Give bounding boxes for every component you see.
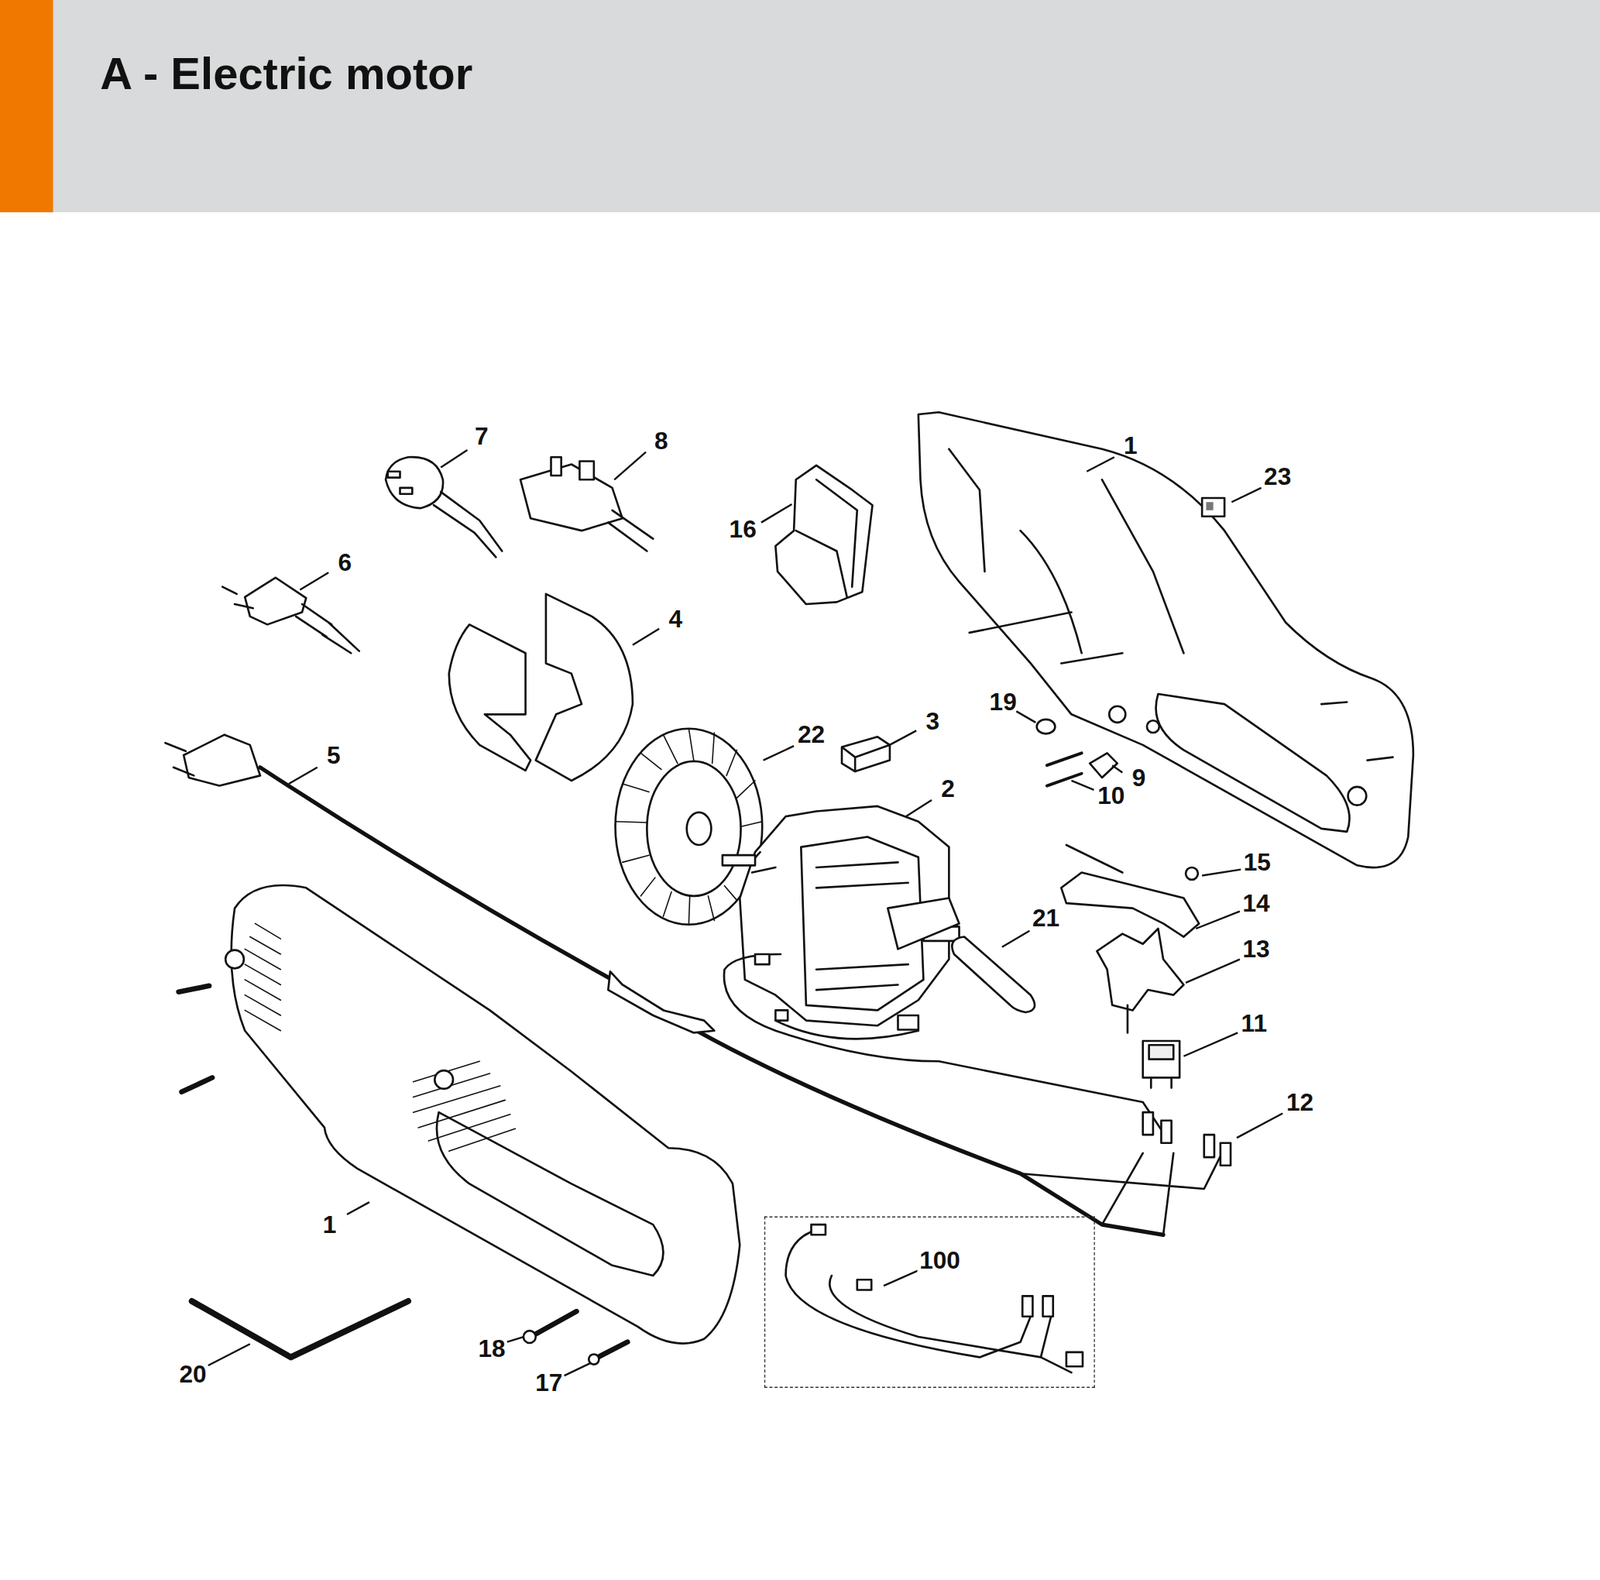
terminal	[1022, 1295, 1033, 1316]
callout-number: 3	[925, 709, 940, 735]
trigger-pin	[1126, 1005, 1130, 1034]
screw-boss	[1348, 786, 1367, 806]
plug-pin	[551, 456, 562, 476]
callout-number: 13	[1242, 937, 1270, 962]
switch-rocker	[1149, 1044, 1175, 1059]
connector	[1066, 1352, 1083, 1367]
plug-pin	[222, 587, 254, 609]
trigger	[1096, 928, 1184, 1010]
screw-boss	[1146, 720, 1160, 733]
callout-number: 23	[1263, 464, 1291, 490]
callout-number: 20	[178, 1362, 207, 1388]
housing-half	[231, 885, 741, 1344]
lock-lever	[1060, 872, 1199, 938]
sleeve	[951, 937, 1035, 1013]
terminal	[1204, 1134, 1215, 1158]
callout-number: 7	[474, 424, 489, 450]
hex-key	[192, 1301, 409, 1357]
callout-number: 22	[797, 722, 825, 748]
screw	[1047, 752, 1082, 786]
terminal	[1043, 1295, 1054, 1316]
callout-number: 17	[535, 1370, 563, 1396]
fan-bore	[686, 812, 712, 845]
housing-half	[918, 412, 1414, 868]
cable	[607, 510, 653, 552]
wire-harness	[786, 1229, 1072, 1373]
connector	[755, 954, 770, 965]
leader-lines	[208, 449, 1283, 1376]
label-icon	[1205, 501, 1213, 511]
wire	[1020, 1147, 1226, 1235]
callout-number: 21	[1032, 906, 1060, 931]
switch	[1143, 1040, 1180, 1078]
connector	[810, 1224, 825, 1235]
callout-number: 11	[1241, 1011, 1267, 1037]
label-icon	[1201, 497, 1225, 517]
callout-number: 19	[989, 690, 1017, 715]
carbon-brush	[841, 736, 890, 772]
end-bearing	[887, 897, 959, 949]
screw-boss	[225, 950, 244, 969]
page-title: A - Electric motor	[99, 48, 473, 99]
cover	[775, 465, 873, 605]
callout-number: 2	[940, 776, 955, 802]
screw	[178, 985, 213, 1092]
terminal	[1160, 1120, 1171, 1144]
housing-grip	[436, 1112, 664, 1276]
pin	[1321, 702, 1393, 761]
switch-pin	[1150, 1077, 1171, 1088]
screw-head	[588, 1353, 599, 1364]
kit-bracket: 100	[764, 1216, 1096, 1388]
callout-number: 6	[338, 549, 353, 575]
screw-head	[523, 1330, 536, 1343]
spring	[1185, 867, 1199, 880]
connector	[897, 1015, 918, 1030]
washer	[1036, 719, 1056, 734]
plug-pin	[400, 487, 413, 495]
callout-number: 9	[1132, 765, 1147, 790]
callout-number: 14	[1242, 890, 1270, 916]
callout-number: 18	[477, 1336, 505, 1362]
housing-rib	[948, 449, 1184, 664]
screw-boss	[434, 1070, 454, 1089]
plug-pin	[579, 461, 594, 481]
motor-cover	[535, 593, 633, 781]
cover-edge	[796, 479, 858, 598]
terminal	[1143, 1112, 1154, 1135]
plug-pin	[387, 471, 401, 478]
cable	[433, 491, 502, 557]
cord-sleeve	[607, 971, 715, 1033]
terminal	[1220, 1143, 1231, 1166]
plug	[183, 734, 261, 787]
callout-number: 4	[668, 607, 683, 632]
callout-number: 8	[654, 428, 669, 454]
callout-number: 1	[1123, 433, 1138, 459]
motor-cover	[449, 624, 531, 770]
fan-hub	[646, 761, 741, 897]
plug	[385, 456, 443, 509]
wire	[724, 954, 1164, 1134]
header-band	[0, 0, 1600, 213]
callout-number: 100	[916, 1246, 962, 1274]
callout-number: 12	[1286, 1089, 1314, 1115]
header-accent	[0, 0, 54, 213]
callout-number: 15	[1243, 850, 1271, 876]
shaft	[722, 854, 756, 866]
screw	[530, 1311, 577, 1337]
callout-number: 1	[322, 1212, 337, 1237]
plug	[520, 464, 623, 532]
plug-pin	[164, 742, 194, 776]
callout-number: 16	[729, 517, 757, 543]
callout-number: 5	[326, 742, 341, 768]
cable	[295, 604, 360, 653]
screw-boss	[1109, 706, 1126, 723]
vent-grille	[244, 923, 516, 1151]
connector	[857, 1279, 872, 1290]
housing-grip	[1156, 693, 1350, 832]
lever-line	[1066, 844, 1123, 873]
connector	[775, 1009, 788, 1020]
callout-number: 10	[1097, 783, 1125, 809]
